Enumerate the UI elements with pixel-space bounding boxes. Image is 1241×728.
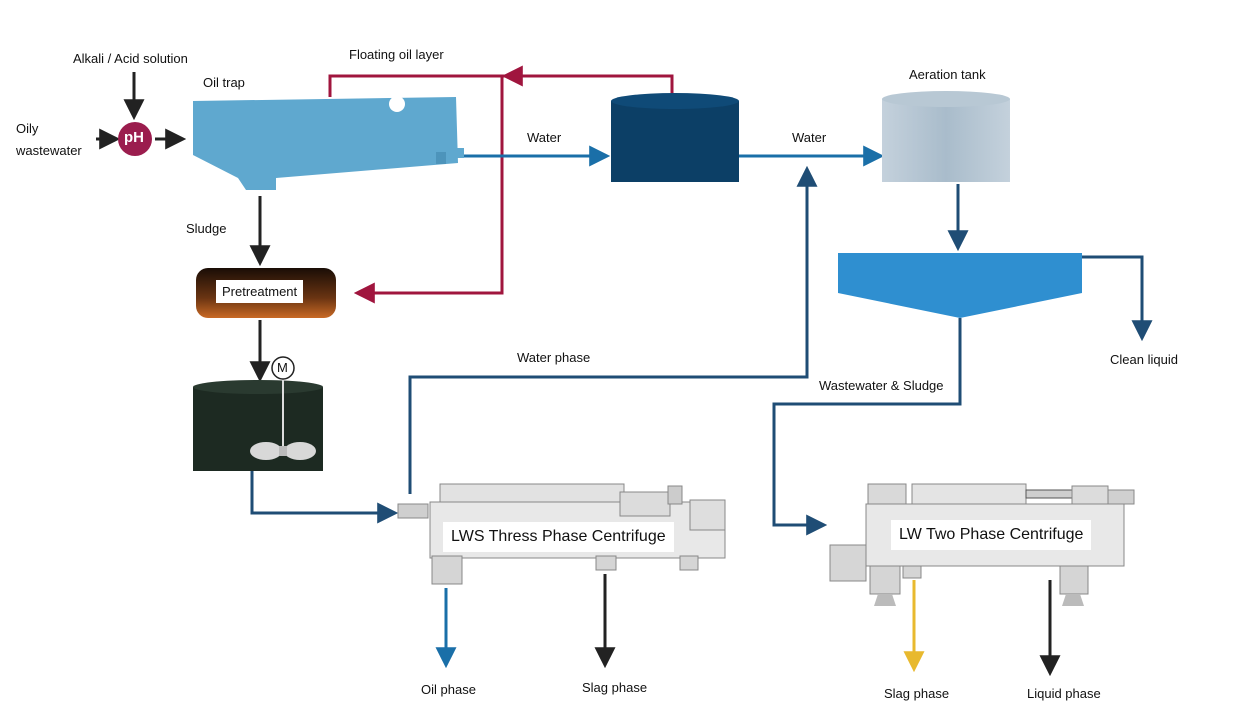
oily-wastewater-text: Oily wastewater (16, 121, 82, 158)
aeration-tank (882, 91, 1010, 182)
water-phase-flow (408, 165, 818, 494)
wastewater-sludge-label: Wastewater & Sludge (819, 378, 944, 393)
ph-label: pH (124, 129, 144, 146)
oil-phase-label: Oil phase (421, 682, 476, 697)
lws-centrifuge-label: LWS Thress Phase Centrifuge (443, 522, 674, 552)
floating-oil-label: Floating oil layer (349, 47, 444, 62)
mixer-to-centrifuge-flow (250, 471, 399, 524)
wastewater-sludge-flow (772, 318, 962, 536)
aeration-tank-label: Aeration tank (909, 67, 986, 82)
mixing-tank (193, 378, 323, 471)
water-phase-label: Water phase (517, 350, 591, 365)
water-label-1: Water (527, 130, 562, 145)
lw-centrifuge-label: LW Two Phase Centrifuge (891, 520, 1092, 550)
clean-liquid-label: Clean liquid (1110, 352, 1178, 367)
slag-phase-label-1: Slag phase (582, 680, 648, 695)
oil-to-pretreatment-flow (353, 76, 504, 304)
oil-trap-label: Oil trap (203, 75, 245, 90)
pretreatment-label: Pretreatment (216, 280, 304, 303)
slag-phase-label-2: Slag phase (884, 686, 950, 701)
alkali-acid-label: Alkali / Acid solution (73, 51, 188, 66)
settling-tank (611, 93, 739, 182)
ph-dosing-icon (118, 122, 152, 156)
sludge-label: Sludge (186, 221, 227, 236)
motor-icon (271, 356, 295, 380)
water-label-2: Water (792, 130, 827, 145)
liquid-phase-label: Liquid phase (1027, 686, 1101, 701)
clarifier-tank (838, 253, 1082, 318)
oily-wastewater-label: Oily wastewater (16, 118, 106, 162)
oil-trap (193, 96, 464, 190)
motor-label: M (277, 360, 288, 375)
clean-liquid-flow (1082, 255, 1153, 342)
